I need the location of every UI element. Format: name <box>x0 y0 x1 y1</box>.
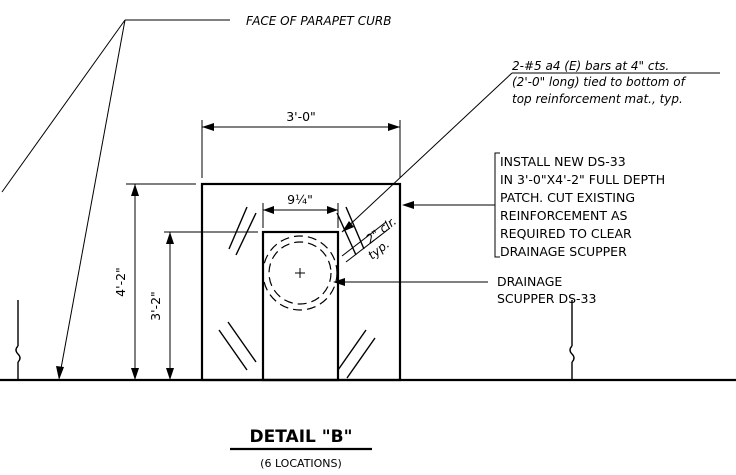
svg-text:DRAINAGE SCUPPER: DRAINAGE SCUPPER <box>500 244 627 259</box>
svg-text:(2'-0" long) tied to bottom of: (2'-0" long) tied to bottom of <box>512 75 687 89</box>
diagonal-bars-top-right <box>336 206 365 256</box>
dimension-scupper-width <box>262 203 339 228</box>
scupper-opening <box>261 230 340 382</box>
clearance-note: 2" clr. typ. <box>341 214 399 263</box>
leader-bars-note <box>341 72 720 233</box>
svg-text:PATCH. CUT EXISTING: PATCH. CUT EXISTING <box>500 190 635 205</box>
diagonal-bars-top-left <box>228 206 257 256</box>
dimension-height-outer <box>126 183 196 380</box>
dim-scupper-width-text: 9¼" <box>287 192 313 207</box>
leader-drainage-note <box>333 278 488 286</box>
scupper-center-mark <box>295 268 305 278</box>
svg-text:DRAINAGE: DRAINAGE <box>497 274 562 289</box>
dim-top-width-text: 3'-0" <box>286 109 316 124</box>
svg-text:IN 3'-0"X4'-2" FULL DEPTH: IN 3'-0"X4'-2" FULL DEPTH <box>500 172 665 187</box>
scupper-pipe-outer <box>262 235 338 311</box>
svg-text:REQUIRED TO CLEAR: REQUIRED TO CLEAR <box>500 226 632 241</box>
install-note: INSTALL NEW DS-33 IN 3'-0"X4'-2" FULL DE… <box>494 152 665 259</box>
leader-face-of-parapet-curb <box>1 19 230 380</box>
svg-text:SCUPPER DS-33: SCUPPER DS-33 <box>497 291 596 306</box>
dim-height-outer-text: 4'-2" <box>113 267 128 297</box>
svg-text:INSTALL NEW DS-33: INSTALL NEW DS-33 <box>500 154 626 169</box>
diagonal-bars-bottom-left <box>218 321 257 371</box>
scupper-pipe-inner <box>268 241 332 305</box>
svg-text:REINFORCEMENT AS: REINFORCEMENT AS <box>500 208 628 223</box>
dimension-height-inner <box>164 231 258 380</box>
leader-install-note <box>402 201 495 209</box>
dim-height-inner-text: 3'-2" <box>148 291 163 321</box>
diagonal-bars-bottom-right <box>337 329 376 379</box>
detail-title: DETAIL "B" <box>250 427 353 447</box>
detail-subtitle: (6 LOCATIONS) <box>260 457 342 470</box>
svg-text:top reinforcement mat., typ.: top reinforcement mat., typ. <box>512 92 683 106</box>
bars-note: 2-#5 a4 (E) bars at 4" cts. (2'-0" long)… <box>512 59 687 106</box>
label-face-of-parapet-curb: FACE OF PARAPET CURB <box>246 14 391 28</box>
dimension-top-width <box>201 120 401 178</box>
break-line-left <box>15 300 21 380</box>
svg-text:2-#5 a4 (E) bars at 4" cts.: 2-#5 a4 (E) bars at 4" cts. <box>512 59 669 73</box>
break-line-right <box>569 300 575 380</box>
drainage-note: DRAINAGE SCUPPER DS-33 <box>497 274 596 306</box>
